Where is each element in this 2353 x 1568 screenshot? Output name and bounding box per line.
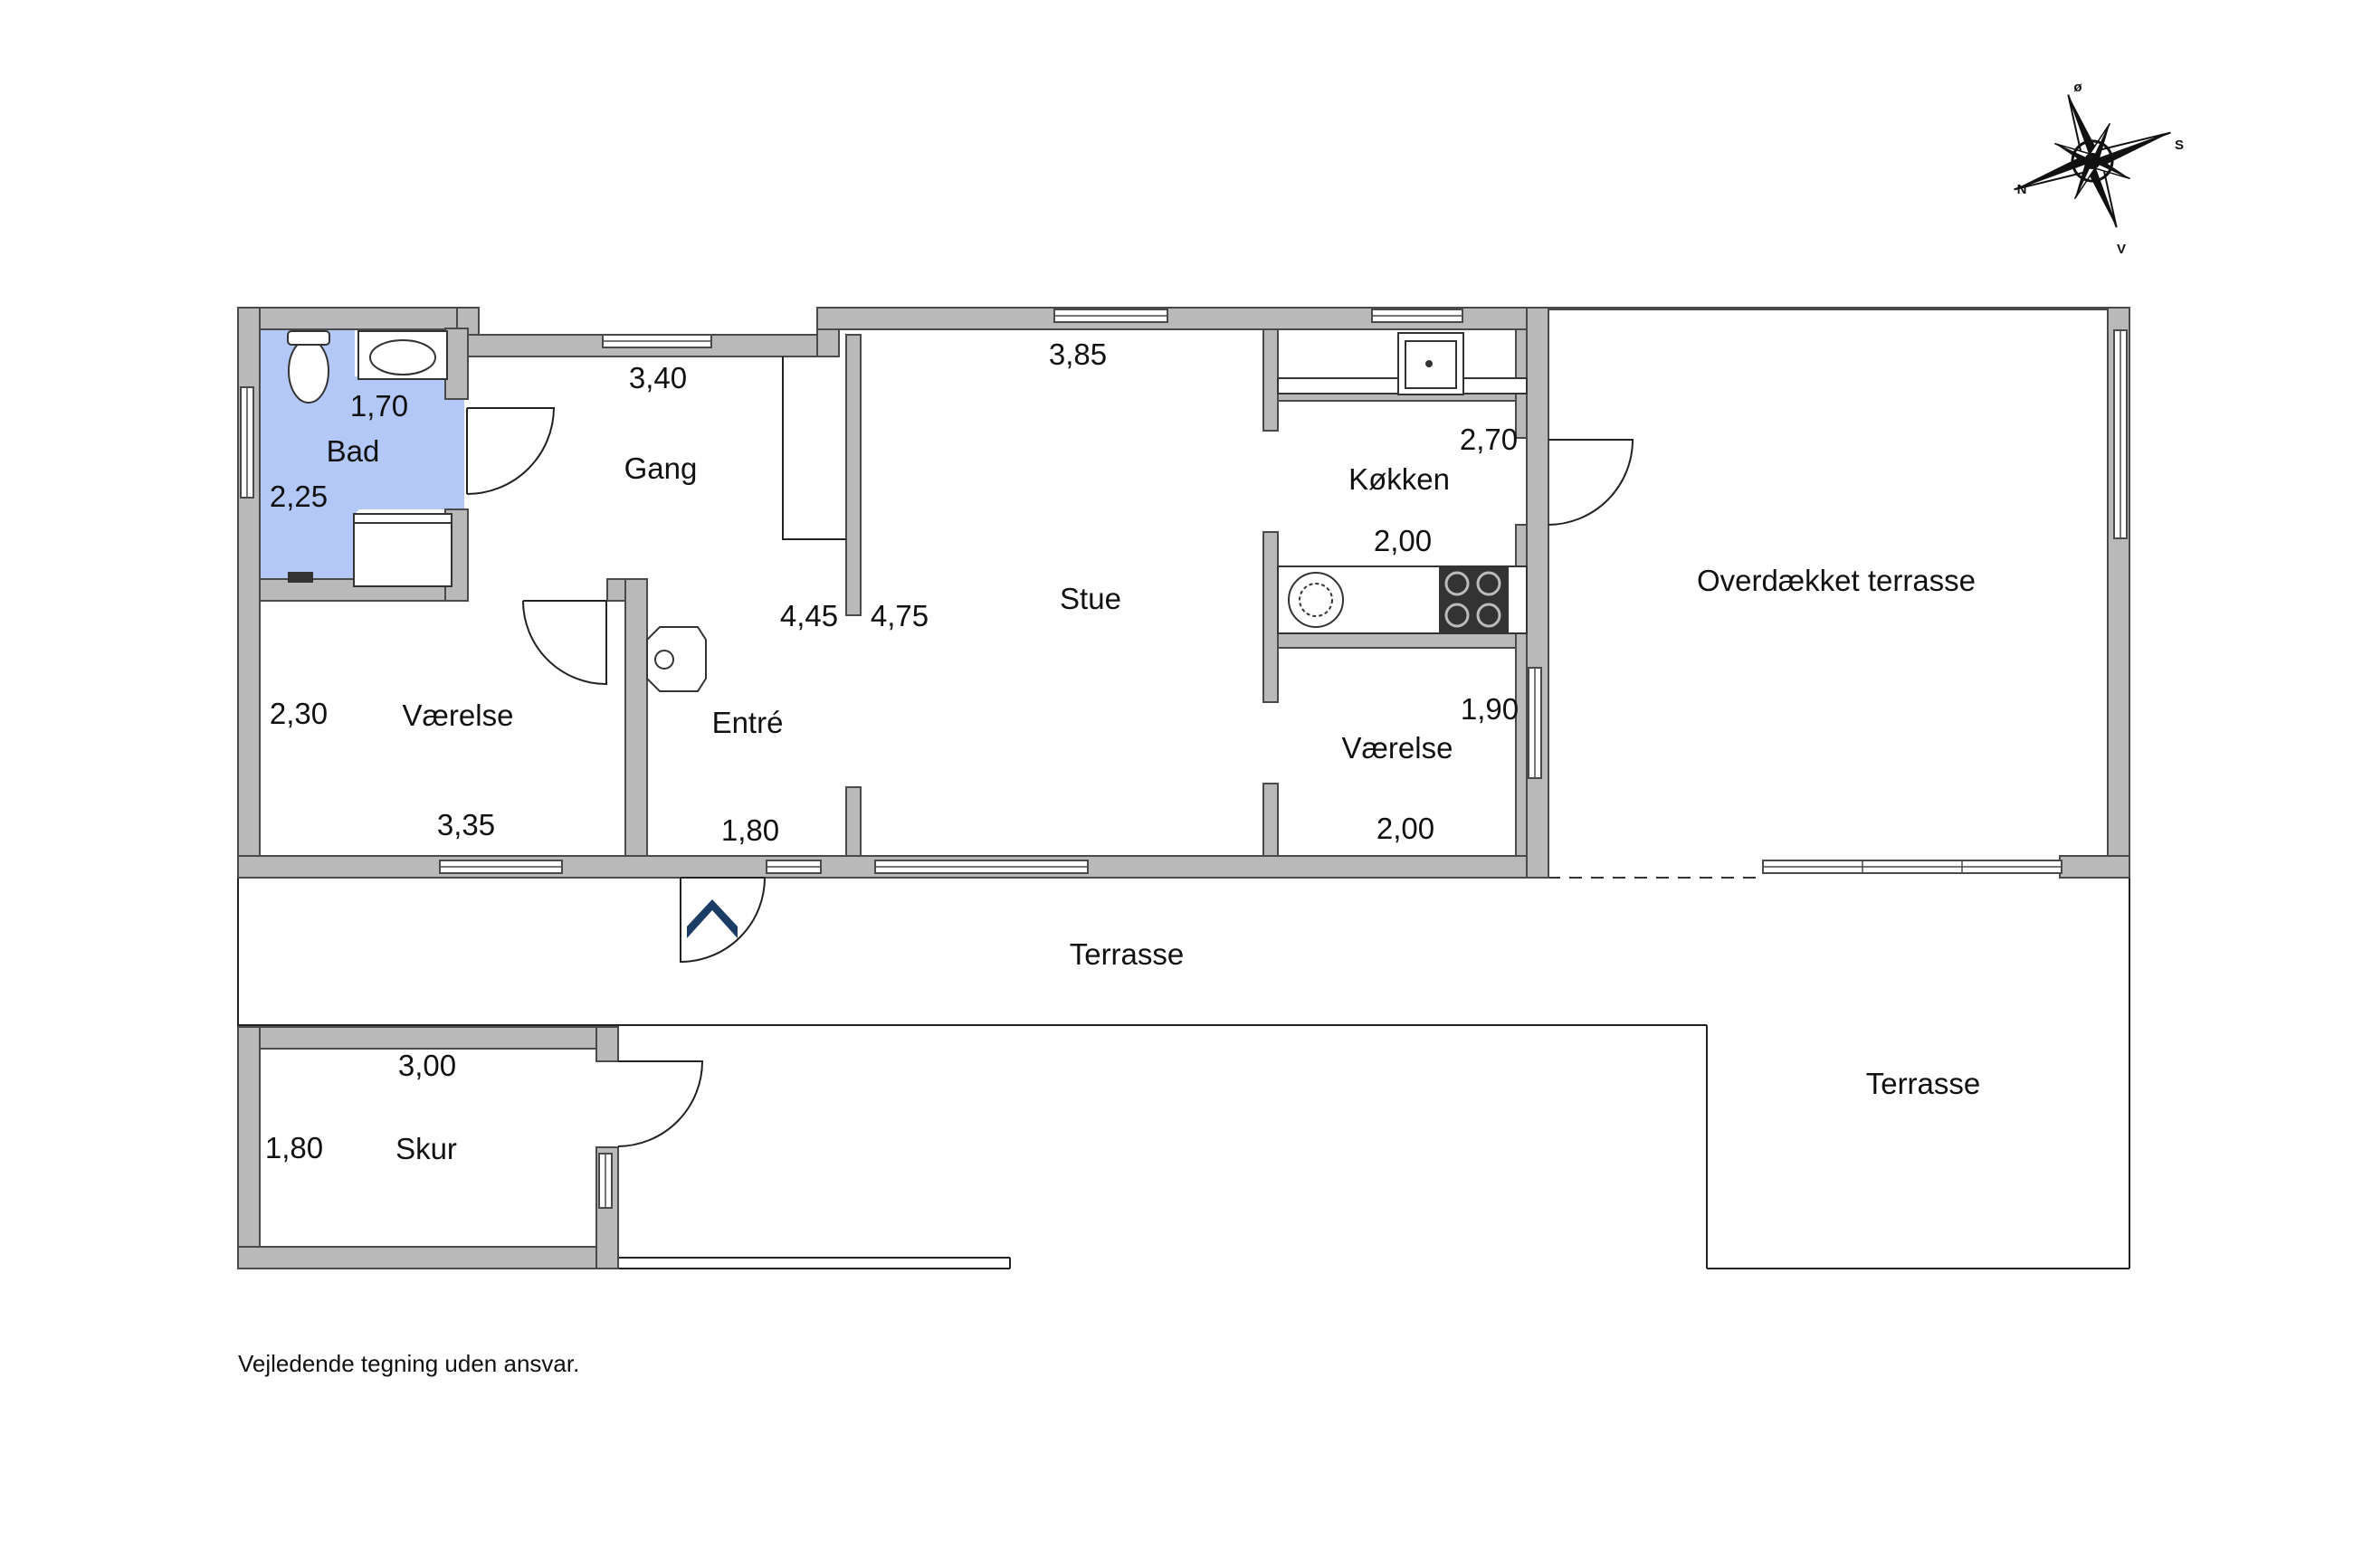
dim-vaerelse-1-height: 2,30 [270, 697, 328, 730]
room-label-bad: Bad [327, 434, 380, 468]
disclaimer-note: Vejledende tegning uden ansvar. [238, 1350, 579, 1377]
dim-entre-height: 4,45 [780, 599, 838, 632]
entry-arrow-icon [687, 899, 738, 938]
terrace-outlines [237, 876, 2130, 1269]
entry-fixtures [646, 626, 738, 938]
room-label-vaerelse-2: Værelse [1342, 731, 1453, 765]
dim-vaerelse-2-height: 1,90 [1461, 692, 1519, 726]
compass-rose: ø S N V [2014, 80, 2184, 257]
compass-label-o: ø [2073, 80, 2082, 95]
dim-kokken-width: 2,00 [1374, 524, 1432, 557]
windows [240, 309, 2128, 1209]
dim-bad-height: 2,25 [270, 480, 328, 513]
room-label-terrasse-1: Terrasse [1070, 937, 1185, 971]
compass-label-v: V [2117, 242, 2126, 257]
dim-stue-width: 3,85 [1049, 337, 1107, 371]
room-label-overdaekket-terrasse: Overdækket terrasse [1697, 564, 1976, 597]
room-label-vaerelse-1: Værelse [403, 698, 514, 732]
bathroom-fixtures [287, 330, 452, 587]
room-label-gang: Gang [624, 451, 698, 485]
room-label-entre: Entré [712, 706, 784, 739]
room-label-skur: Skur [395, 1132, 457, 1165]
compass-label-n: N [2017, 182, 2027, 197]
dim-entre-width: 1,80 [721, 813, 779, 847]
room-label-stue: Stue [1060, 582, 1121, 615]
dim-skur-height: 1,80 [265, 1131, 323, 1164]
shed-walls [237, 1026, 619, 1269]
dim-vaerelse-1-width: 3,35 [437, 808, 495, 841]
room-label-kokken: Køkken [1348, 462, 1450, 496]
kitchen-fixtures [1277, 332, 1528, 634]
dim-kokken-height: 2,70 [1460, 423, 1518, 456]
dim-vaerelse-2-width: 2,00 [1377, 812, 1434, 845]
compass-label-s: S [2175, 138, 2184, 153]
dim-bad-width: 1,70 [350, 389, 408, 423]
dim-stue-height: 4,75 [871, 599, 929, 632]
dim-gang-width: 3,40 [629, 361, 687, 394]
dim-skur-width: 3,00 [398, 1049, 456, 1082]
doors [466, 356, 1634, 1147]
room-label-terrasse-2: Terrasse [1866, 1067, 1981, 1100]
